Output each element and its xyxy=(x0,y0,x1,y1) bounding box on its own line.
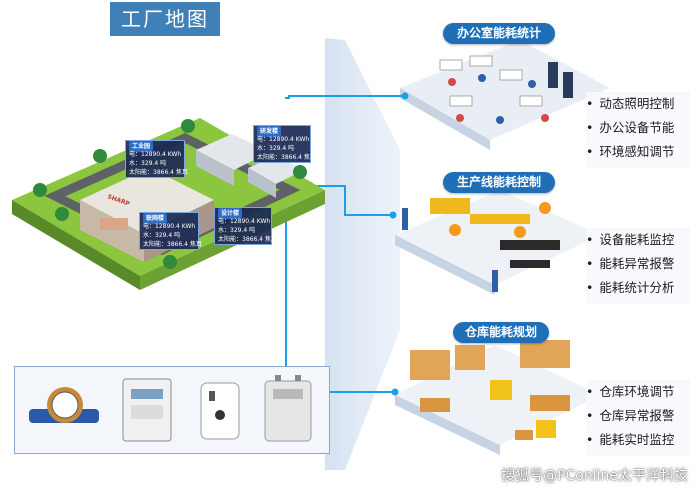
info-card-row: 电：12890.4 KWh xyxy=(218,218,271,225)
section-title-warehouse: 仓库能耗规划 xyxy=(453,322,549,343)
feature-item: 能耗统计分析 xyxy=(586,276,690,300)
connector-dot-production xyxy=(389,211,397,219)
info-card-tag: 联网楼 xyxy=(143,213,168,224)
info-card-row: 太阳能：3866.4 焦耳 xyxy=(129,169,188,176)
feature-item: 环境感知调节 xyxy=(586,140,690,164)
feature-item: 动态照明控制 xyxy=(586,92,690,116)
info-card-row: 水：329.4 吨 xyxy=(143,232,181,239)
funnel-shape xyxy=(325,38,400,470)
info-card-row: 水：329.4 吨 xyxy=(257,145,295,152)
info-card-tag: 工业园 xyxy=(129,141,154,152)
info-card-tag: 设计楼 xyxy=(218,208,243,219)
connector-dot-office xyxy=(401,92,409,100)
office-scene xyxy=(400,40,610,150)
warehouse-scene xyxy=(395,340,600,455)
info-card-design-building[interactable]: 设计楼 电：12890.4 KWh 水：329.4 吨 太阳能：3866.4 焦… xyxy=(214,207,277,245)
feature-item: 办公设备节能 xyxy=(586,116,690,140)
info-card-row: 电：12890.4 KWh xyxy=(129,151,182,158)
info-card-industrial-park[interactable]: 工业园 电：12890.4 KWh 水：329.4 吨 太阳能：3866.4 焦… xyxy=(125,140,188,178)
connector-dot-warehouse xyxy=(391,388,399,396)
info-card-row: 太阳能：3866.4 焦耳 xyxy=(218,236,277,243)
feature-item: 仓库异常报警 xyxy=(586,404,690,428)
watermark: 搜狐号@PConline太平洋科技 xyxy=(501,468,688,484)
devices-panel xyxy=(14,366,330,454)
electricity-meter-icon xyxy=(122,378,172,442)
info-card-rnd-building[interactable]: 研发楼 电：12890.4 KWh 水：329.4 吨 太阳能：3866.4 焦… xyxy=(253,125,316,163)
info-card-row: 电：12890.4 KWh xyxy=(143,223,196,230)
gas-meter-icon xyxy=(264,375,312,442)
feature-item: 仓库环境调节 xyxy=(586,380,690,404)
water-meter-icon xyxy=(29,387,99,423)
info-card-row: 太阳能：3866.4 焦耳 xyxy=(143,241,202,248)
office-features-panel: 动态照明控制 办公设备节能 环境感知调节 xyxy=(586,92,690,168)
info-card-network-building[interactable]: 联网楼 电：12890.4 KWh 水：329.4 吨 太阳能：3866.4 焦… xyxy=(139,212,202,250)
info-card-row: 水：329.4 吨 xyxy=(129,160,167,167)
smart-plug-icon xyxy=(200,382,240,440)
feature-item: 能耗实时监控 xyxy=(586,428,690,452)
section-title-office: 办公室能耗统计 xyxy=(443,23,555,44)
page-title: 工厂地图 xyxy=(110,2,220,36)
section-title-production: 生产线能耗控制 xyxy=(443,172,555,193)
info-card-row: 电：12890.4 KWh xyxy=(257,136,310,143)
info-card-row: 水：329.4 吨 xyxy=(218,227,256,234)
warehouse-features-panel: 仓库环境调节 仓库异常报警 能耗实时监控 xyxy=(586,380,690,456)
feature-item: 设备能耗监控 xyxy=(586,228,690,252)
feature-item: 能耗异常报警 xyxy=(586,252,690,276)
info-card-row: 太阳能：3866.4 焦耳 xyxy=(257,154,316,161)
production-features-panel: 设备能耗监控 能耗异常报警 能耗统计分析 xyxy=(586,228,690,304)
info-card-tag: 研发楼 xyxy=(257,126,282,137)
production-scene xyxy=(395,190,600,295)
